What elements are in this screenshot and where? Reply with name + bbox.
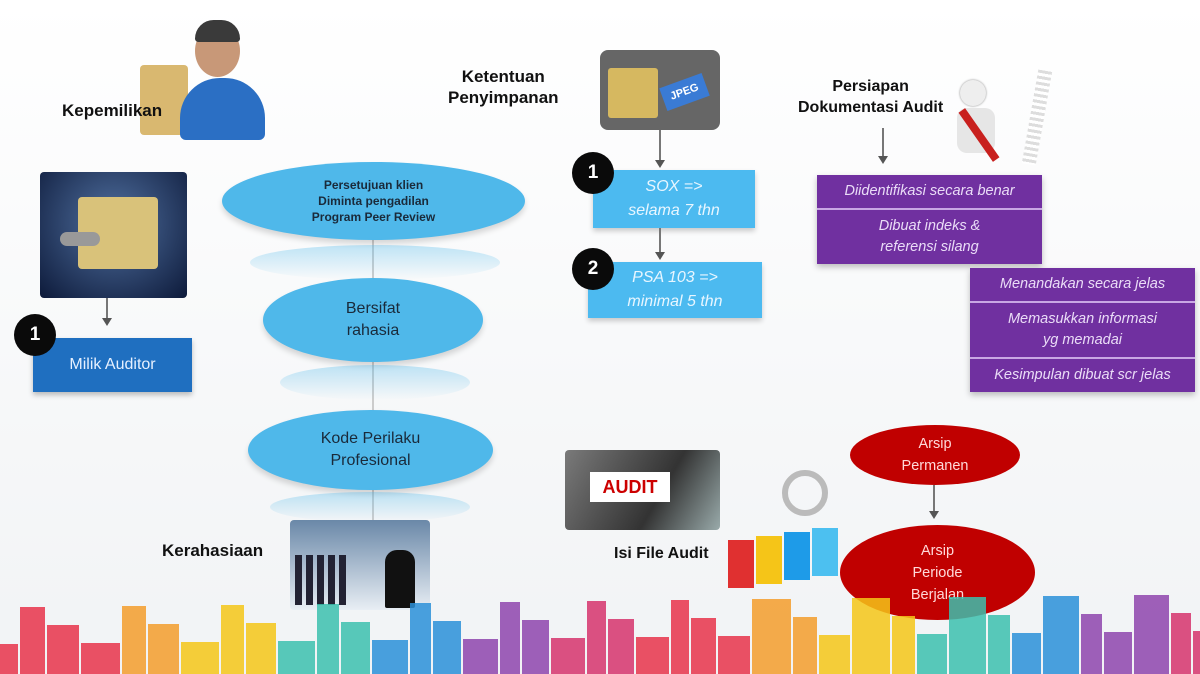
skyline-building (522, 620, 549, 674)
skyline-building (500, 602, 520, 674)
file-contents-title: Isi File Audit (614, 545, 709, 562)
skyline-building (122, 606, 146, 674)
skyline-building (1171, 613, 1191, 674)
skyline-building (892, 616, 915, 674)
skyline-building (752, 599, 791, 674)
skyline-building (1104, 632, 1132, 674)
folders-magnifier-icon (722, 470, 842, 590)
skyline-building (181, 642, 219, 674)
jpeg-tag: JPEG (659, 73, 710, 111)
milik-auditor-label: Milik Auditor (69, 356, 156, 373)
ellipse-text: Kode Perilaku Profesional (320, 430, 421, 469)
skyline-building (671, 600, 689, 674)
audit-card-text: AUDIT (590, 472, 670, 502)
ellipse-kode-perilaku: Kode Perilaku Profesional (248, 410, 493, 490)
ellipse-persetujuan: Persetujuan klien Diminta pengadilan Pro… (222, 162, 525, 240)
milik-auditor-box: Milik Auditor (33, 338, 192, 392)
skyline-building (463, 639, 498, 674)
skyline-building (20, 607, 45, 674)
skyline-building (433, 621, 461, 674)
skyline-building (636, 637, 669, 674)
business-people-image (290, 520, 430, 610)
psa-text: PSA 103 => minimal 5 thn (627, 269, 723, 310)
skyline-building (0, 644, 18, 674)
ellipse-bersifat-rahasia: Bersifat rahasia (263, 278, 483, 362)
doc-item: Kesimpulan dibuat scr jelas (994, 367, 1171, 383)
skyline-building (410, 603, 431, 674)
skyline-building (81, 643, 120, 674)
doc-item: Menandakan secara jelas (970, 268, 1195, 303)
skyline-building (278, 641, 315, 674)
skyline-building (246, 623, 276, 674)
skyline-building (1193, 631, 1200, 674)
storage-title: Ketentuan Penyimpanan (448, 67, 559, 107)
skyline-building (47, 625, 79, 674)
skyline-building (1043, 596, 1079, 674)
arsip-permanen-ellipse: Arsip Permanen (850, 425, 1020, 485)
skyline-building (949, 597, 986, 674)
documentation-title: Persiapan Dokumentasi Audit (798, 78, 944, 116)
city-skyline-decoration (0, 584, 1200, 674)
doc-item: Diidentifikasi secara benar (817, 175, 1042, 210)
sox-box: SOX => selama 7 thn (593, 170, 755, 228)
skyline-building (551, 638, 585, 674)
skyline-building (852, 598, 890, 674)
ownership-title: Kepemilikan (62, 101, 163, 120)
figure-with-pencil-icon (945, 69, 1070, 170)
confidentiality-title: Kerahasiaan (162, 541, 264, 560)
documentation-group-1: Diidentifikasi secara benar Dibuat indek… (817, 175, 1042, 264)
doc-item: Memasukkan informasi yg memadai (970, 303, 1195, 359)
skyline-building (317, 604, 339, 674)
skyline-building (988, 615, 1010, 674)
documentation-group-2: Menandakan secara jelas Memasukkan infor… (970, 268, 1195, 392)
archive-text: Arsip Permanen (901, 436, 969, 474)
ellipse-text: Persetujuan klien Diminta pengadilan Pro… (311, 178, 436, 224)
skyline-building (1134, 595, 1169, 674)
skyline-building (587, 601, 606, 674)
storage-badge-1: 1 (572, 152, 614, 194)
skyline-building (1012, 633, 1041, 674)
skyline-building (608, 619, 634, 674)
ellipse-text: Bersifat rahasia (345, 300, 401, 339)
skyline-building (793, 617, 817, 674)
skyline-building (341, 622, 370, 674)
audit-card-image: AUDIT (565, 450, 720, 530)
skyline-building (221, 605, 244, 674)
skyline-building (819, 635, 850, 674)
skyline-building (691, 618, 716, 674)
skyline-building (148, 624, 179, 674)
folder-key-image (40, 172, 187, 298)
ownership-badge: 1 (14, 314, 56, 356)
sox-text: SOX => selama 7 thn (628, 178, 720, 219)
skyline-building (372, 640, 408, 674)
storage-badge-2: 2 (572, 248, 614, 290)
skyline-building (1081, 614, 1102, 674)
psa-box: PSA 103 => minimal 5 thn (588, 262, 762, 318)
skyline-building (718, 636, 750, 674)
skyline-building (917, 634, 947, 674)
doc-item: Dibuat indeks & referensi silang (878, 218, 981, 255)
person-icon (140, 20, 265, 140)
jpeg-folder-icon: JPEG (600, 50, 720, 130)
archive-text: Arsip Periode Berjalan (910, 542, 965, 603)
